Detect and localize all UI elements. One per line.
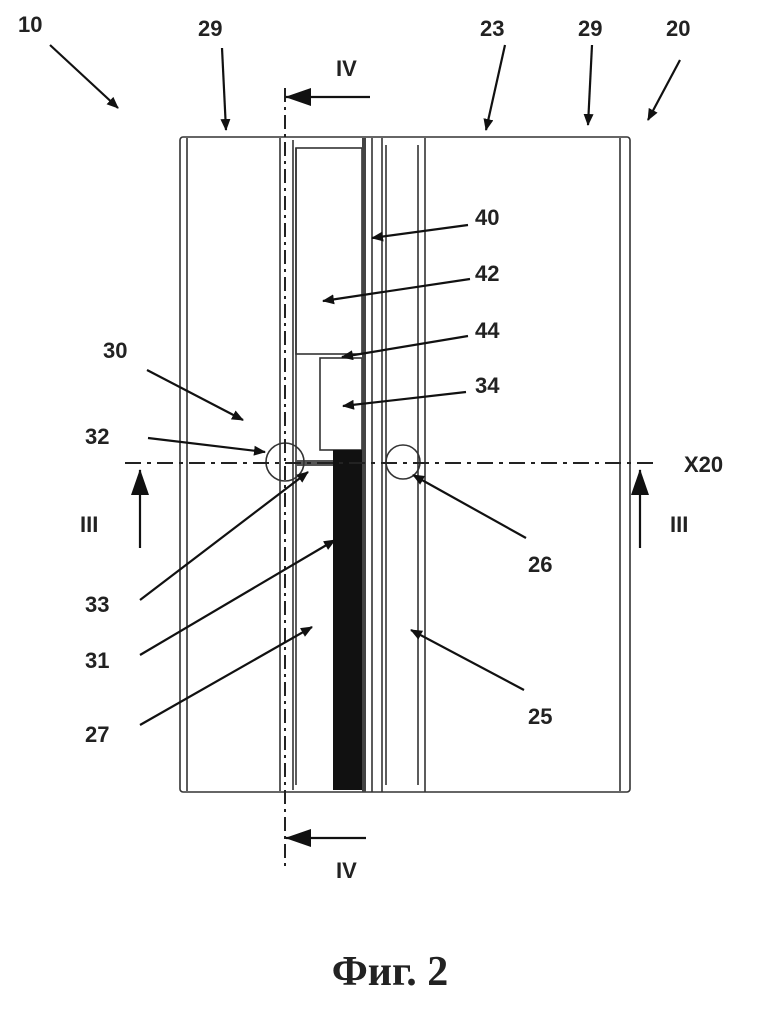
label-40: 40 — [475, 205, 499, 230]
label-26: 26 — [528, 552, 552, 577]
label-29-right: 29 — [578, 16, 602, 41]
label-section-iii-left: III — [80, 512, 98, 537]
strip-31 — [333, 450, 363, 790]
device-body — [180, 137, 630, 792]
label-33: 33 — [85, 592, 109, 617]
label-section-iv-bottom: IV — [336, 858, 357, 883]
label-10: 10 — [18, 12, 42, 37]
label-29-left: 29 — [198, 16, 222, 41]
label-20: 20 — [666, 16, 690, 41]
label-section-iv-top: IV — [336, 56, 357, 81]
component-42 — [296, 148, 362, 354]
label-42: 42 — [475, 261, 499, 286]
label-30: 30 — [103, 338, 127, 363]
rail-40 — [362, 138, 366, 792]
figure-caption: Фиг. 2 — [332, 949, 449, 995]
section-arrows — [140, 97, 640, 838]
label-27: 27 — [85, 722, 109, 747]
label-section-iii-right: III — [670, 512, 688, 537]
label-34: 34 — [475, 373, 500, 398]
label-25: 25 — [528, 704, 552, 729]
label-44: 44 — [475, 318, 500, 343]
label-32: 32 — [85, 424, 109, 449]
label-23: 23 — [480, 16, 504, 41]
label-31: 31 — [85, 648, 109, 673]
label-axis-x20: X20 — [684, 452, 723, 477]
